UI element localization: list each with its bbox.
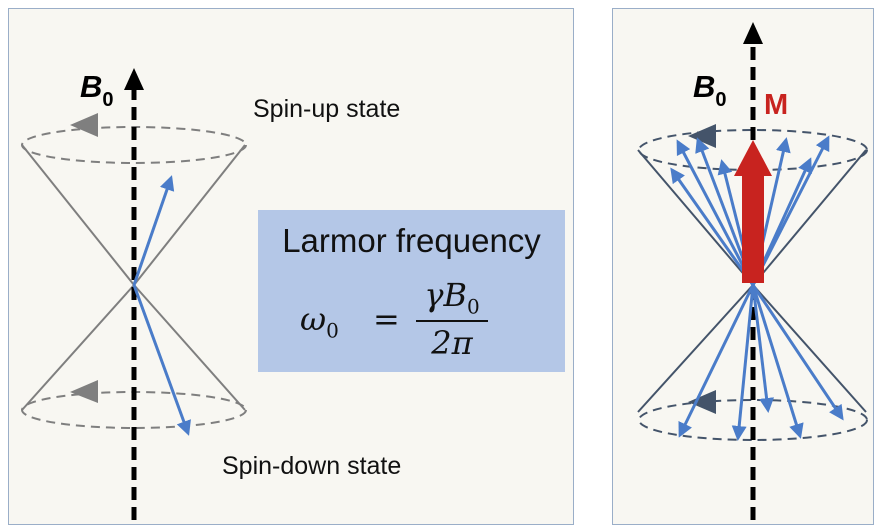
larmor-formula-box: Larmor frequency ω0 = γB0 2π [258,210,565,372]
precession-arrow-icon [688,124,716,148]
spin-down-label: Spin-down state [222,452,402,480]
omega-symbol: ω0 [300,300,339,343]
spin-up-vector [132,175,175,286]
spin-vector [751,284,844,421]
spin-down-vector [132,284,191,436]
precession-arrow-icon [70,380,98,403]
precession-arrow-icon [688,390,716,414]
spin-vector [678,284,755,438]
b0-label: B0 [80,69,114,112]
spin-up-label: Spin-up state [253,95,401,123]
spin-vector [731,284,755,441]
magnetization-vector [734,140,772,283]
equals-sign: = [373,300,400,338]
right-cone [637,129,868,441]
spin-vector [751,135,830,286]
spin-vector [751,284,775,413]
fraction-bar [416,320,488,322]
b0-label: B0 [693,69,727,112]
formula-denominator: 2π [431,324,473,362]
larmor-title: Larmor frequency [282,222,541,259]
precession-arrow-icon [70,113,98,137]
formula-numerator: γB0 [424,276,480,319]
spin-vector [751,284,804,439]
b0-axis-arrowhead-icon [124,68,144,90]
magnetization-label: M [764,89,789,121]
spin-vector [670,167,755,286]
b0-axis-arrowhead-icon [743,22,763,44]
spin-vector [676,139,755,286]
